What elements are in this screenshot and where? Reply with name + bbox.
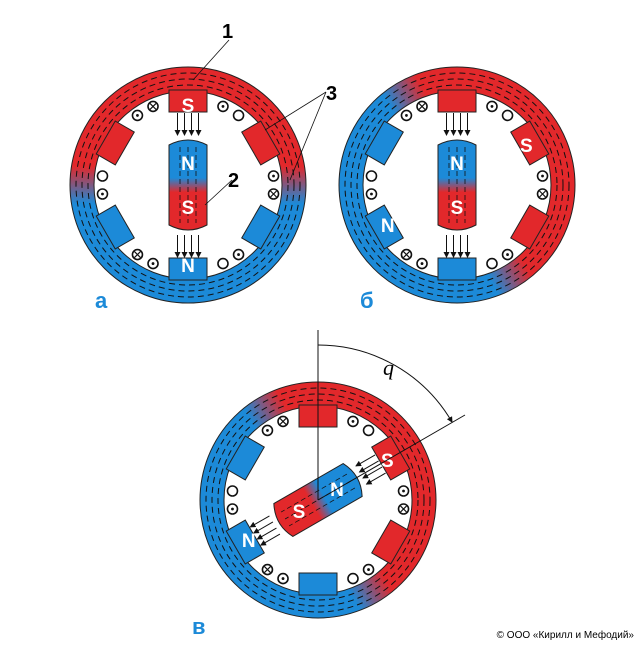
flux-arrow bbox=[362, 466, 383, 479]
flux-arrow bbox=[256, 527, 277, 540]
stator-pole bbox=[364, 204, 404, 250]
stator-pole bbox=[437, 257, 477, 281]
angle-arc bbox=[317, 344, 453, 423]
stator-pole bbox=[168, 89, 208, 113]
label-b: б bbox=[360, 288, 374, 313]
stator-pole-n-label: N bbox=[381, 216, 395, 237]
coil-icon bbox=[226, 485, 239, 497]
rotor-n-label: N bbox=[450, 154, 464, 175]
rotor-n-label: N bbox=[330, 480, 344, 501]
flux-line bbox=[87, 84, 289, 286]
stator-pole bbox=[298, 572, 338, 596]
stator-pole bbox=[437, 89, 477, 113]
callout-leader bbox=[264, 91, 327, 131]
label-a: а bbox=[95, 288, 108, 313]
flux-line bbox=[344, 72, 570, 298]
rotor-s-label: S bbox=[451, 198, 464, 219]
motor-diagram-2: S N N S bbox=[199, 381, 437, 619]
angle-label: q bbox=[383, 355, 394, 380]
stator-pole bbox=[95, 204, 135, 250]
coil-icon bbox=[347, 572, 359, 585]
flux-arrow bbox=[249, 515, 270, 528]
motor-diagram-1: S N N S bbox=[338, 66, 576, 304]
callout-3: 3 bbox=[326, 83, 337, 105]
stator-pole bbox=[225, 435, 265, 481]
flux-arrow bbox=[355, 454, 376, 467]
stator-ring bbox=[199, 381, 437, 619]
stator-pole bbox=[95, 120, 135, 166]
label-v: в bbox=[192, 614, 206, 639]
rotor-s-label: S bbox=[293, 502, 306, 523]
flux-line bbox=[75, 72, 301, 298]
stator-pole bbox=[510, 120, 550, 166]
flux-line bbox=[356, 84, 558, 286]
stator-pole-s-label: S bbox=[381, 451, 394, 472]
callout-2: 2 bbox=[228, 170, 239, 192]
coil-icon bbox=[217, 257, 229, 270]
stator-pole-s-label: S bbox=[520, 136, 533, 157]
stator-pole bbox=[364, 120, 404, 166]
flux-arrow bbox=[365, 472, 386, 485]
stator-pole bbox=[241, 120, 281, 166]
callout-leader bbox=[289, 91, 327, 181]
rotor bbox=[437, 139, 477, 231]
flux-line bbox=[81, 78, 295, 292]
flux-arrow bbox=[253, 521, 274, 534]
stator-pole bbox=[371, 519, 411, 565]
stator-pole bbox=[168, 257, 208, 281]
stator-pole bbox=[510, 204, 550, 250]
callout-1: 1 bbox=[222, 21, 233, 43]
coil-icon bbox=[362, 424, 375, 437]
stator-pole-s-label: S bbox=[182, 96, 195, 117]
coil-icon bbox=[501, 109, 514, 122]
rotor-n-label: N bbox=[181, 154, 195, 175]
coil-icon bbox=[486, 257, 498, 270]
rotor bbox=[168, 139, 208, 231]
stator-pole-n-label: N bbox=[242, 531, 256, 552]
stator-ring bbox=[338, 66, 576, 304]
coil-icon bbox=[232, 109, 245, 122]
flux-line bbox=[350, 78, 564, 292]
coil-icon bbox=[96, 170, 109, 182]
copyright: © ООО «Кирилл и Мефодий» bbox=[496, 630, 634, 641]
coil-icon bbox=[365, 170, 378, 182]
flux-line bbox=[211, 393, 425, 607]
motor-diagram-0: S N N S bbox=[69, 66, 307, 304]
stator-pole-n-label: N bbox=[181, 256, 195, 277]
rotor-s-label: S bbox=[182, 198, 195, 219]
flux-arrow bbox=[358, 460, 379, 473]
flux-arrow bbox=[260, 533, 281, 546]
stator-pole bbox=[241, 204, 281, 250]
rotor-axis-line bbox=[317, 414, 466, 501]
flux-line bbox=[205, 387, 431, 613]
callout-leader bbox=[192, 39, 230, 81]
stator-pole bbox=[225, 519, 265, 565]
stator-ring bbox=[69, 66, 307, 304]
callout-leader bbox=[204, 179, 233, 206]
